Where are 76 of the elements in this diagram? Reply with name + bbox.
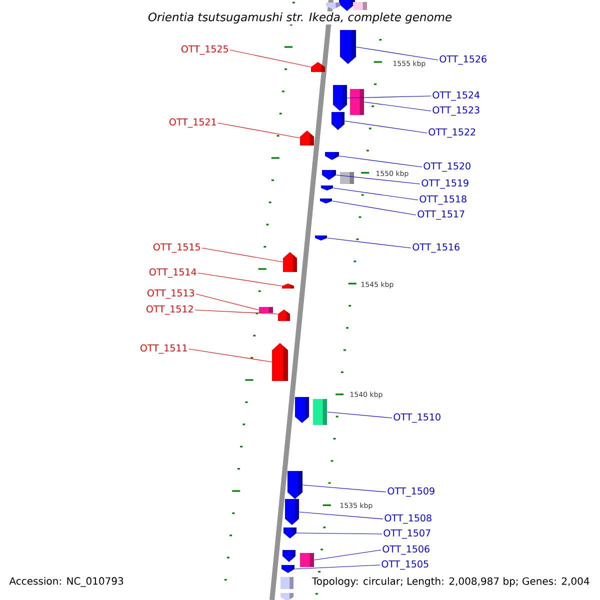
leader-line	[196, 294, 260, 310]
gene-feature	[282, 565, 294, 573]
gene-label: OTT_1509	[388, 487, 434, 497]
leader-line	[218, 122, 300, 138]
gene-feature	[353, 2, 367, 10]
gene-label: OTT_1524	[432, 91, 480, 101]
gene-feature	[284, 528, 296, 538]
leader-line	[326, 238, 412, 248]
leader-line	[314, 550, 382, 560]
gene-feature	[340, 30, 356, 64]
gene-label: OTT_1516	[412, 243, 460, 253]
gene-feature	[320, 198, 332, 204]
gene-label: OTT_1510	[394, 413, 440, 423]
leader-line	[346, 96, 432, 98]
leader-line	[188, 348, 272, 362]
leader-line	[302, 484, 386, 492]
leader-line	[296, 532, 382, 534]
gene-label: OTT_1526	[440, 55, 486, 65]
gene-label: OTT_1508	[384, 514, 432, 524]
gene-feature	[311, 62, 325, 72]
gene-feature	[282, 284, 294, 288]
gene-feature	[313, 399, 327, 425]
gene-label: OTT_1515	[154, 243, 200, 253]
leader-line	[336, 174, 420, 184]
leader-line	[198, 272, 282, 286]
gene-feature	[259, 307, 273, 313]
gene-feature	[278, 310, 290, 321]
gene-feature	[280, 593, 294, 600]
gene-label: OTT_1520	[424, 162, 470, 172]
gene-feature	[326, 2, 340, 10]
gene-label: OTT_1512	[146, 305, 193, 315]
leader-line	[202, 248, 284, 262]
gene-label: OTT_1518	[420, 195, 466, 205]
gene-label: OTT_1511	[140, 344, 187, 354]
leader-line	[326, 412, 392, 418]
summary-text: Topology: circular; Length: 2,008,987 bp; Genes: 2,004	[310, 576, 591, 588]
gene-label: OTT_1514	[150, 268, 196, 278]
gene-label: OTT_1523	[432, 106, 480, 116]
gene-label: OTT_1517	[418, 210, 464, 220]
gene-feature	[288, 471, 302, 499]
gene-feature	[315, 236, 327, 240]
leader-line	[356, 46, 438, 60]
gene-feature	[300, 130, 314, 146]
gene-label: OTT_1513	[148, 289, 194, 299]
gene-label: OTT_1525	[182, 45, 228, 55]
leader-line	[294, 564, 380, 570]
gene-feature	[350, 89, 364, 115]
leader-line	[332, 188, 418, 200]
gene-label: OTT_1506	[382, 545, 430, 555]
leader-line	[344, 120, 428, 134]
leader-line	[338, 156, 422, 168]
gene-feature	[282, 550, 296, 562]
gene-feature	[272, 343, 288, 381]
leader-line	[332, 200, 416, 216]
gene-feature	[325, 152, 339, 160]
accession-text: Accession: NC_010793	[8, 576, 125, 588]
gene-feature	[333, 85, 347, 111]
gene-feature	[340, 172, 354, 184]
gene-feature	[332, 112, 344, 130]
leader-line	[298, 512, 384, 520]
leader-line	[230, 50, 312, 68]
title: Orientia tsutsugamushi str. Ikeda, complete genome	[146, 11, 454, 25]
gene-feature	[300, 553, 314, 567]
gene-feature	[283, 252, 297, 272]
gene-label: OTT_1505	[382, 560, 428, 570]
gene-feature	[285, 499, 299, 525]
gene-feature	[280, 577, 294, 589]
gene-feature	[322, 170, 336, 180]
gene-feature	[321, 186, 333, 190]
gene-label: OTT_1521	[170, 118, 216, 128]
leader-line	[194, 310, 278, 314]
gene-feature	[295, 397, 309, 423]
gene-label: OTT_1522	[428, 128, 476, 138]
leader-line	[364, 102, 432, 112]
gene-label: OTT_1519	[422, 179, 468, 189]
gene-label: OTT_1507	[384, 529, 430, 539]
